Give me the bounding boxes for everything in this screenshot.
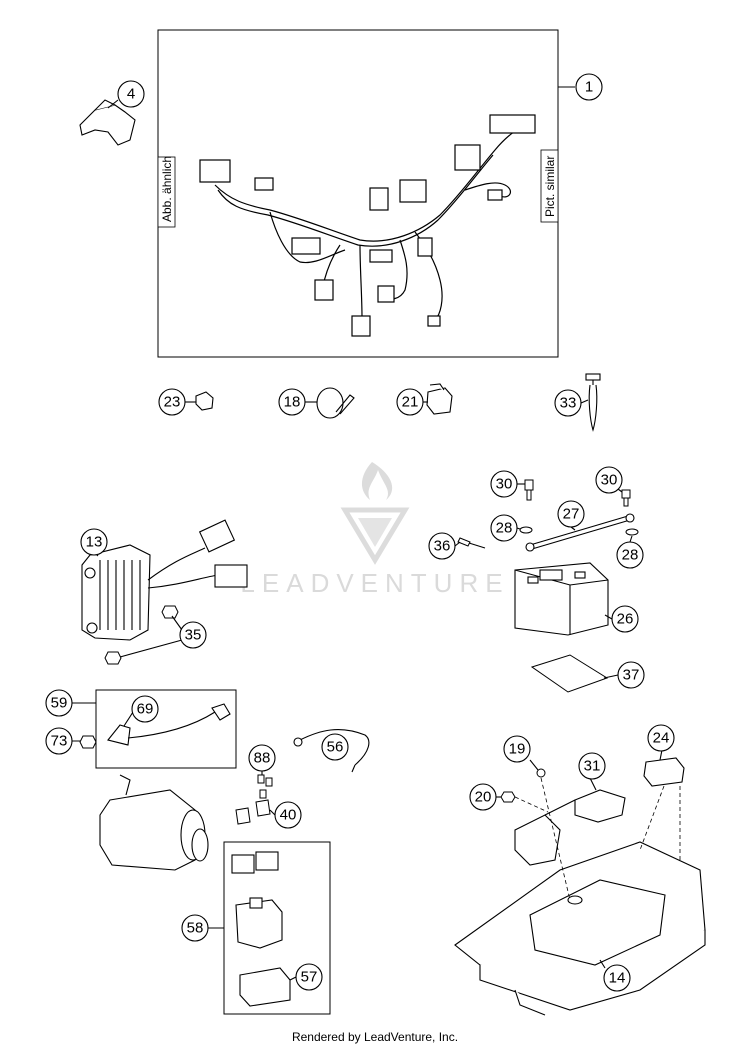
- svg-text:31: 31: [584, 758, 601, 775]
- callout-35: 35: [119, 615, 207, 658]
- callout-59: 59: [45, 689, 73, 717]
- watermark-text: LEADVENTURE: [240, 568, 509, 598]
- part-20-nut: [500, 791, 516, 803]
- footer-credit: Rendered by LeadVenture, Inc.: [291, 1030, 459, 1044]
- svg-text:27: 27: [563, 506, 580, 523]
- svg-text:14: 14: [609, 970, 626, 987]
- part-58-group-frame: [208, 841, 331, 1015]
- callout-27: 27: [557, 500, 585, 531]
- part-28-washers: [519, 526, 639, 536]
- svg-text:56: 56: [327, 739, 344, 756]
- wiring-harness: [199, 114, 536, 337]
- part-21-connector: [426, 383, 453, 415]
- callout-23: 23: [158, 388, 196, 416]
- part-24-relay: [643, 757, 685, 787]
- svg-text:73: 73: [51, 733, 68, 750]
- part-4-bracket: [79, 99, 136, 146]
- callout-21: 21: [396, 388, 428, 416]
- callout-28b: 28: [616, 535, 644, 569]
- callout-26: 26: [604, 605, 639, 633]
- part-33-probe: [585, 373, 601, 432]
- svg-text:35: 35: [185, 627, 202, 644]
- svg-text:24: 24: [653, 730, 670, 747]
- part-26-battery: [514, 562, 609, 636]
- part-27-cable: [525, 513, 635, 552]
- svg-text:57: 57: [301, 969, 318, 986]
- starter-motor: [99, 774, 209, 871]
- part-19-screw: [536, 768, 546, 778]
- callout-30a: 30: [490, 470, 525, 498]
- part-37-pad: [530, 654, 609, 693]
- part-31-harness-clip: [514, 789, 626, 866]
- part-56-ground-cable: [293, 729, 370, 773]
- callout-14: 14: [599, 959, 631, 992]
- callout-36: 36: [428, 532, 461, 560]
- callout-57: 57: [289, 963, 323, 991]
- part-35-nuts: [104, 605, 179, 665]
- svg-text:59: 59: [51, 695, 68, 712]
- part-23-clip: [195, 391, 214, 411]
- svg-text:30: 30: [601, 472, 618, 489]
- wiring-harness-frame: Abb. ähnlich Pict. similar: [157, 29, 575, 358]
- callout-20: 20: [469, 783, 501, 811]
- part-30-bolts: [524, 479, 631, 507]
- svg-text:40: 40: [280, 807, 297, 824]
- part-18-cable-tie: [316, 387, 355, 419]
- svg-text:36: 36: [434, 538, 451, 555]
- part-14-battery-holder: [454, 841, 706, 1016]
- callout-37: 37: [603, 661, 645, 689]
- svg-text:13: 13: [86, 534, 103, 551]
- callout-33: 33: [554, 389, 589, 417]
- callout-69: 69: [123, 695, 159, 727]
- callout-40: 40: [269, 801, 302, 829]
- callout-58: 58: [181, 914, 209, 942]
- callout-31: 31: [578, 752, 606, 791]
- svg-text:18: 18: [284, 394, 301, 411]
- svg-text:1: 1: [585, 79, 593, 96]
- frame-label-left: Abb. ähnlich: [160, 156, 174, 222]
- part-57-relay-cover: [239, 967, 291, 1007]
- callout-56: 56: [321, 733, 349, 761]
- callout-13: 13: [80, 528, 108, 557]
- part-69-starter-cable: [107, 703, 231, 746]
- svg-text:30: 30: [496, 476, 513, 493]
- frame-label-right: Pict. similar: [543, 156, 557, 217]
- svg-text:37: 37: [623, 667, 640, 684]
- svg-text:21: 21: [402, 394, 419, 411]
- callout-4: 4: [107, 80, 145, 109]
- callout-73: 73: [45, 727, 73, 755]
- svg-text:23: 23: [164, 394, 181, 411]
- part-40-fuses: [235, 799, 271, 825]
- part-73-nut: [79, 735, 97, 749]
- part-36-screw: [457, 537, 486, 549]
- svg-text:88: 88: [254, 750, 271, 767]
- svg-text:28: 28: [496, 520, 513, 537]
- svg-text:26: 26: [617, 611, 634, 628]
- svg-text:33: 33: [560, 395, 577, 412]
- callout-88: 88: [248, 744, 276, 775]
- callout-30b: 30: [595, 466, 623, 494]
- leadventure-watermark: LEADVENTURE: [240, 462, 509, 598]
- callout-19: 19: [503, 735, 539, 771]
- svg-text:69: 69: [137, 701, 154, 718]
- callout-28a: 28: [490, 514, 521, 542]
- svg-text:58: 58: [187, 920, 204, 937]
- part-58-starter-relay: [231, 851, 283, 949]
- part-13-voltage-regulator: [81, 519, 248, 641]
- callout-1: 1: [575, 73, 603, 101]
- callout-24: 24: [647, 724, 675, 761]
- svg-text:20: 20: [475, 789, 492, 806]
- svg-text:28: 28: [622, 547, 639, 564]
- svg-text:4: 4: [127, 86, 135, 103]
- part-88-fuse-clips: [257, 774, 273, 799]
- callout-18: 18: [278, 388, 317, 416]
- holder-dashed-guides: [514, 777, 681, 901]
- svg-text:19: 19: [509, 741, 526, 758]
